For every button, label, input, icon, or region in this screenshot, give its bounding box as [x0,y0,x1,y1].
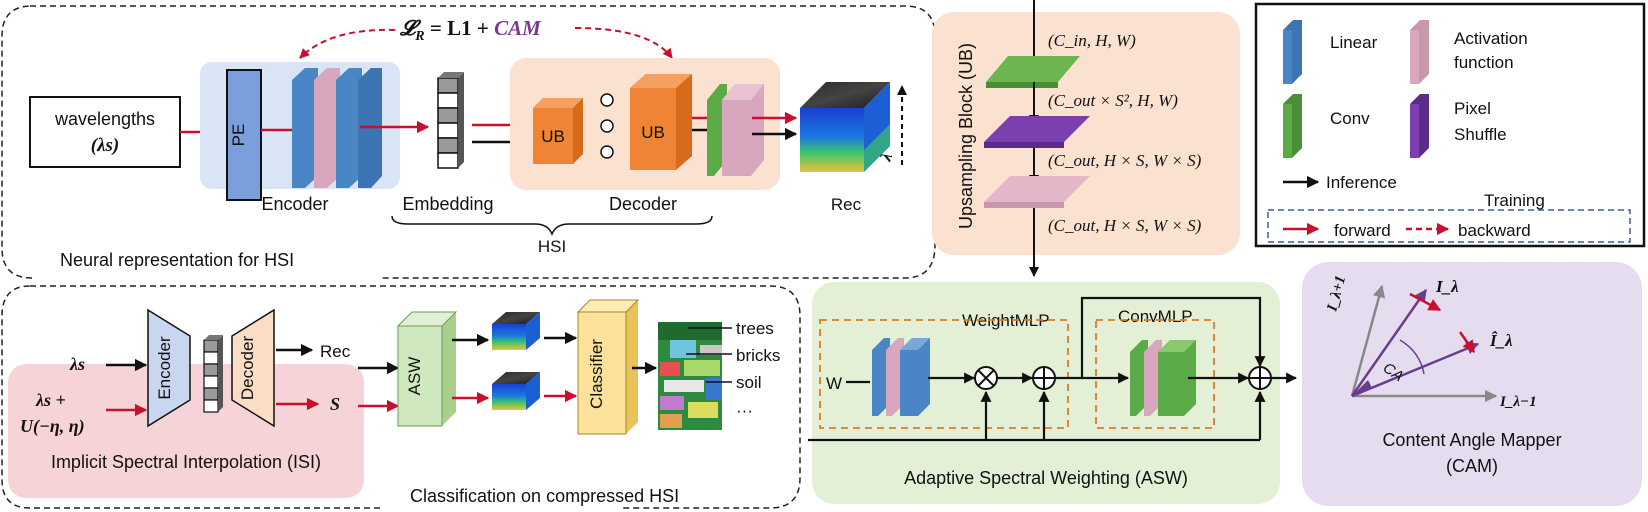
asw-block: ASW [396,311,458,427]
conv-plane [986,56,1080,82]
upsampling-block-panel: Upsampling Block (UB) (C_in, H, W) (C_ou… [932,0,1240,277]
legend-activation-icon [1410,20,1429,84]
rec-label-top: Rec [831,195,862,214]
isi-decoder [231,308,275,428]
noisy-input-line-1: λs + [35,390,66,410]
decoder-layers [707,84,764,176]
ellipsis-dots [600,93,614,159]
legend-activation-label-2: function [1454,53,1514,72]
asw-block-label: ASW [405,357,424,396]
classification-map [658,322,722,430]
encoder-label: Encoder [261,194,328,214]
class-trees-label: trees [736,319,774,338]
cam-panel: CA I_λ+1 I_λ Î_λ I_λ−1 Content Angle Map… [1302,262,1642,506]
isi-embedding-column [203,335,223,413]
ub-dim-4: (C_out, H × S, W × S) [1048,216,1202,235]
legend-training-box [1267,209,1631,243]
pe-block [226,69,262,201]
classification-caption: Classification on compressed HSI [410,486,679,506]
weight-mlp-layers [872,338,930,416]
isi-caption: Implicit Spectral Interpolation (ISI) [51,452,321,472]
weight-mlp-box [819,319,1069,429]
wavelengths-box [29,96,181,168]
reconstructed-hsi-cube [800,82,890,172]
asw-caption: Adaptive Spectral Weighting (ASW) [904,468,1188,488]
embedding-column [437,72,464,169]
lambda-s-input: λs [69,354,85,374]
legend-pixel-label-1: Pixel [1454,99,1491,118]
i-lambda-minus-label: I_λ−1 [1499,394,1537,410]
embedding-label: Embedding [402,194,493,214]
ub-dim-1: (C_in, H, W) [1048,31,1136,50]
conv-mlp-box [1095,319,1215,429]
isi-encoder [147,308,191,428]
conv-mlp-label: ConvMLP [1118,307,1193,326]
legend-linear-label: Linear [1330,33,1378,52]
legend-activation-label-1: Activation [1454,29,1528,48]
ub-label-1: UB [541,127,565,146]
weighted-hsi-cube-2 [492,372,540,410]
classifier-block: Classifier [576,299,640,435]
legend-conv-icon [1283,94,1302,158]
backward-arrow-decoder [574,27,673,59]
multiply-node [974,366,998,390]
isi-region [8,364,364,498]
w-input-label: W [826,374,842,393]
asw-panel: WeightMLP ConvMLP W [808,282,1298,504]
isi-s-label: S [330,394,340,414]
isi-decoder-label: Decoder [238,336,257,401]
legend: Linear Activation function Conv Pixel Sh… [1254,2,1646,248]
ub-dim-3: (C_out, H × S, W × S) [1048,151,1202,170]
ub-dim-2: (C_out × S², H, W) [1048,91,1178,110]
legend-pixel-label-2: Shuffle [1454,125,1507,144]
legend-linear-icon [1283,20,1302,84]
lambda-axis-label: λ [877,151,896,164]
pixel-shuffle-plane [984,116,1090,142]
i-lambda-hat-label: Î_λ [1489,331,1513,350]
top-panel: 𝓛R = L1 + CAM wavelengths (λs) PE Encode… [1,5,936,279]
isi-encoder-label: Encoder [155,336,174,400]
noisy-input-line-2: U(−η, η) [20,416,85,437]
class-bricks-label: bricks [736,346,780,365]
legend-forward-label: forward [1334,221,1391,240]
backward-arrow-encoder [299,28,396,59]
classifier-label: Classifier [587,339,606,409]
legend-inference-label: Inference [1326,173,1397,192]
ub-panel-title: Upsampling Block (UB) [956,43,976,229]
decoder-label: Decoder [609,194,677,214]
legend-backward-label: backward [1458,221,1531,240]
activation-plane [984,176,1090,202]
vector-i-lambda-hat [1351,342,1480,398]
cam-caption-2: (CAM) [1446,456,1498,476]
neural-representation-caption: Neural representation for HSI [60,250,294,270]
legend-pixel-shuffle-icon [1410,94,1429,158]
isi-rec-label: Rec [320,342,351,361]
ub-block-1: UB [533,98,583,164]
vector-i-lambda [1350,288,1428,397]
add-node-1 [1032,366,1056,390]
pe-label: PE [229,124,248,147]
class-more-label: ··· [736,401,753,420]
legend-training-label: Training [1484,191,1545,210]
ub-label-2: UB [641,123,665,142]
hsi-label: HSI [538,237,566,256]
lambda-s-label: (λs) [91,135,119,156]
conv-mlp-layers [1130,340,1196,416]
class-soil-label: soil [736,373,762,392]
wavelengths-label: wavelengths [54,109,155,129]
add-node-2 [1248,366,1272,390]
cam-caption-1: Content Angle Mapper [1382,430,1561,450]
loss-formula: 𝓛R = L1 + CAM [399,16,542,44]
legend-conv-label: Conv [1330,109,1370,128]
vector-i-lambda-plus [1350,284,1386,397]
ub-block-2: UB [630,74,692,170]
hsi-brace [391,215,713,237]
i-lambda-label: I_λ [1435,277,1459,296]
classification-panel: λs λs + U(−η, η) Encoder Decoder Rec S I… [1,285,801,509]
weighted-hsi-cube-1 [492,312,540,350]
